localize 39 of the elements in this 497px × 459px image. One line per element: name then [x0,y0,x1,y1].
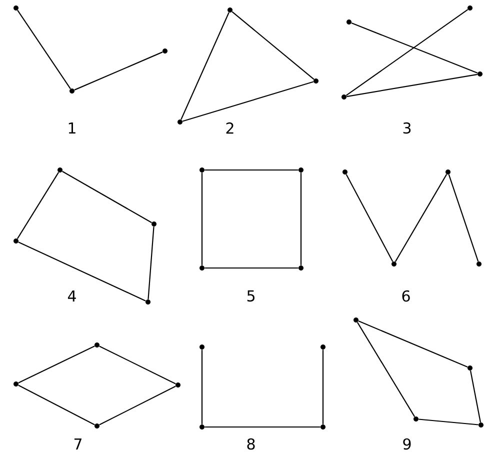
line-segment [346,74,478,98]
line-segment [99,346,176,384]
line-segment [204,267,298,269]
figure-number: 5 [247,290,254,302]
line-segment [201,350,203,424]
line-segment [232,11,314,80]
line-segment [180,12,230,120]
line-segment [201,172,203,266]
figure-number: 9 [403,438,411,450]
line-segment [322,350,324,424]
line-segment [351,22,478,74]
figure-number: 3 [403,122,411,134]
line-segment [470,370,482,422]
line-segment [418,418,478,426]
line-segment [16,172,60,239]
line-segment [300,172,302,266]
line-segment [148,226,154,300]
line-segment [62,170,152,224]
figure-number: 4 [68,290,76,302]
figure-number: 6 [402,290,410,302]
line-segment [358,320,468,368]
line-segment [18,384,95,426]
figure-number: 7 [74,438,82,450]
line-segment [18,242,146,302]
line-segment [74,52,163,90]
line-segment [204,426,320,428]
line-segment [18,346,95,384]
line-segment [204,169,298,171]
line-segment [448,174,479,262]
line-segment [17,10,71,90]
line-segment [394,174,448,262]
line-segment [356,322,416,417]
line-segment [346,174,394,262]
line-segment [182,81,314,122]
figure-number: 8 [247,438,255,450]
figure-number: 2 [226,122,234,134]
line-segment [346,9,468,96]
figure-number: 1 [68,122,76,134]
line-segment [99,386,176,426]
